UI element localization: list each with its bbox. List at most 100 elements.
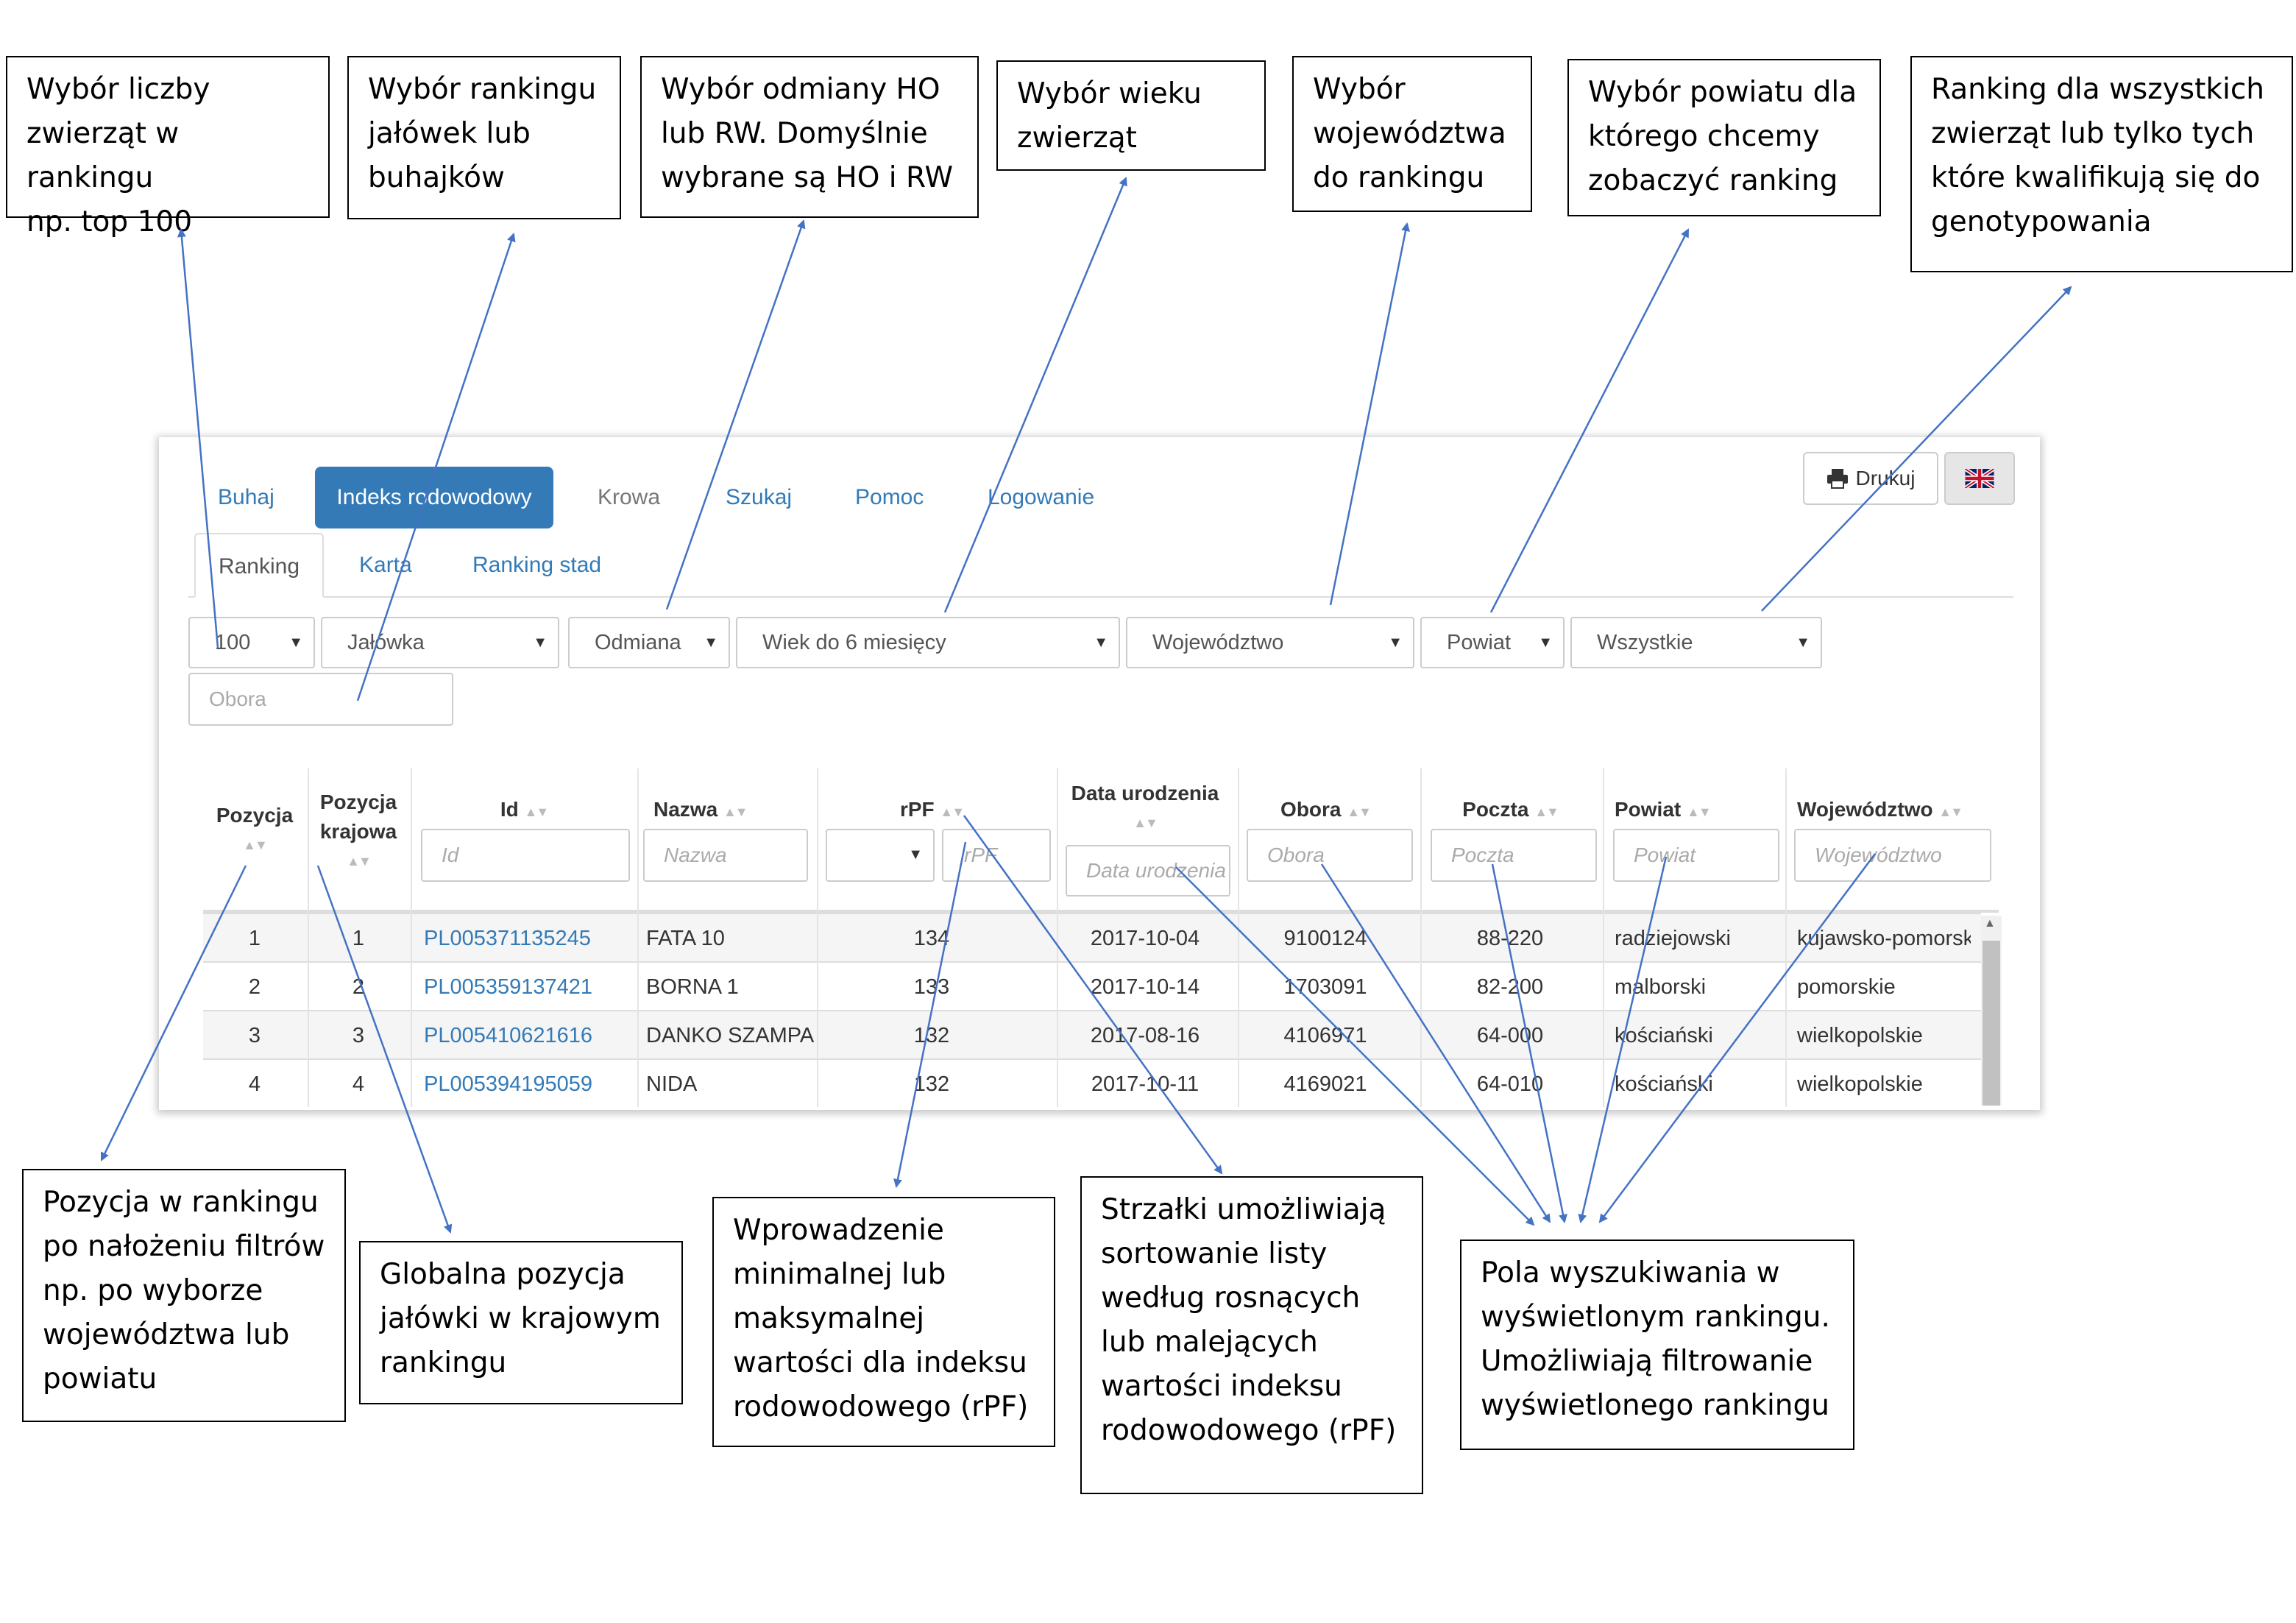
count-value: 100 [215, 631, 251, 654]
breed-select[interactable]: Odmiana▼ [568, 617, 730, 668]
chevron-down-icon: ▼ [1796, 634, 1810, 651]
cell-powiat: kościański [1615, 1024, 1713, 1047]
cell-pozycja: 1 [248, 927, 261, 950]
age-select[interactable]: Wiek do 6 miesięcy ▼ [736, 617, 1120, 668]
id-filter-input[interactable]: Id [421, 829, 630, 882]
county-filter-placeholder: Powiat [1634, 844, 1696, 866]
header-id[interactable]: Id ▲▼ [414, 795, 634, 827]
column-separator [1603, 768, 1604, 1107]
scope-select[interactable]: Wszystkie▼ [1570, 617, 1822, 668]
table-row[interactable]: 4 4 PL005394195059 NIDA 132 2017-10-11 4… [203, 1058, 1981, 1107]
cell-id-link[interactable]: PL005359137421 [424, 975, 593, 999]
sort-arrows-icon[interactable]: ▲▼ [347, 854, 372, 869]
chevron-down-icon: ▼ [1094, 634, 1108, 651]
table-row[interactable]: 1 1 PL005371135245 FATA 10 134 2017-10-0… [203, 913, 1981, 961]
chevron-down-icon: ▼ [908, 846, 923, 863]
tab-ranking[interactable]: Ranking [194, 533, 324, 598]
cell-rpf: 133 [913, 975, 950, 999]
language-button[interactable] [1944, 452, 2015, 505]
cell-pozycja-krajowa: 3 [352, 1024, 365, 1047]
sort-arrows-icon[interactable]: ▲▼ [940, 805, 965, 819]
date-filter-input[interactable]: Data urodzenia [1066, 845, 1230, 897]
print-button[interactable]: Drukuj [1803, 452, 1938, 505]
nav-logowanie[interactable]: Logowanie [988, 485, 1095, 509]
tab-karta[interactable]: Karta [359, 553, 412, 577]
nav-buhaj[interactable]: Buhaj [218, 485, 274, 509]
type-select[interactable]: Jałówka▼ [321, 617, 559, 668]
cell-data-urodzenia: 2017-08-16 [1090, 1024, 1200, 1047]
table-scrollbar-thumb[interactable] [1983, 941, 2000, 1106]
voivodeship-value: Województwo [1152, 631, 1284, 654]
header-pozycja-label: Pozycja [216, 804, 294, 827]
voivodeship-filter-input[interactable]: Województwo [1794, 829, 1991, 882]
name-filter-placeholder: Nazwa [664, 844, 727, 866]
sort-arrows-icon[interactable]: ▲▼ [1687, 805, 1712, 819]
nav-pomoc[interactable]: Pomoc [855, 485, 924, 509]
age-value: Wiek do 6 miesięcy [762, 631, 946, 654]
cell-pozycja-krajowa: 4 [352, 1072, 365, 1096]
cell-pozycja: 2 [248, 975, 261, 999]
rpf-filter-input[interactable]: rPF [942, 829, 1051, 882]
cell-pozycja: 3 [248, 1024, 261, 1047]
header-powiat[interactable]: Powiat ▲▼ [1606, 795, 1791, 827]
cell-powiat: malborski [1615, 975, 1707, 999]
herd-column-filter-input[interactable]: Obora [1247, 829, 1413, 882]
cell-id-link[interactable]: PL005371135245 [424, 927, 591, 950]
cell-poczta: 64-010 [1476, 1072, 1544, 1096]
callout-pola: Pola wyszukiwania w wyświetlonym ranking… [1460, 1240, 1854, 1450]
subtabs-divider [188, 596, 2013, 598]
cell-data-urodzenia: 2017-10-14 [1090, 975, 1200, 999]
county-select[interactable]: Powiat▼ [1420, 617, 1565, 668]
breed-value: Odmiana [595, 631, 681, 654]
column-separator [1057, 768, 1058, 1107]
header-wojewodztwo[interactable]: Województwo ▲▼ [1788, 795, 1988, 827]
sort-arrows-icon[interactable]: ▲▼ [1133, 816, 1158, 830]
header-pozycja-krajowa[interactable]: Pozycja krajowa ▲▼ [311, 788, 406, 876]
callout-wszystkie: Ranking dla wszystkich zwierząt lub tylk… [1910, 56, 2293, 272]
date-filter-placeholder: Data urodzenia [1086, 859, 1226, 882]
nav-szukaj[interactable]: Szukaj [726, 485, 793, 509]
header-pozycja[interactable]: Pozycja ▲▼ [203, 801, 306, 860]
column-separator [411, 768, 412, 1107]
header-nazwa[interactable]: Nazwa ▲▼ [645, 795, 830, 827]
cell-powiat: kościański [1615, 1072, 1713, 1096]
callout-pozycja: Pozycja w rankingu po nałożeniu filtrów … [22, 1169, 346, 1422]
header-data-urodzenia[interactable]: Data urodzenia▲▼ [1057, 779, 1233, 838]
header-obora[interactable]: Obora ▲▼ [1241, 795, 1410, 827]
table-row[interactable]: 2 2 PL005359137421 BORNA 1 133 2017-10-1… [203, 961, 1981, 1010]
header-obora-label: Obora [1280, 798, 1342, 821]
nav-krowa[interactable]: Krowa [598, 485, 661, 509]
voivodeship-select[interactable]: Województwo ▼ [1126, 617, 1414, 668]
sort-arrows-icon[interactable]: ▲▼ [723, 805, 748, 819]
chevron-down-icon: ▼ [1388, 634, 1403, 651]
rpf-operator-select[interactable]: ▼ [826, 829, 935, 882]
header-poczta[interactable]: Poczta ▲▼ [1422, 795, 1598, 827]
cell-nazwa: BORNA 1 [646, 975, 739, 999]
cell-poczta: 82-200 [1476, 975, 1544, 999]
name-filter-input[interactable]: Nazwa [643, 829, 808, 882]
county-filter-input[interactable]: Powiat [1613, 829, 1779, 882]
voivodeship-filter-placeholder: Województwo [1815, 844, 1942, 866]
cell-wojewodztwo: wielkopolskie [1797, 1072, 1923, 1096]
tab-ranking-stad[interactable]: Ranking stad [472, 553, 602, 577]
nav-indeks-rodowodowy[interactable]: Indeks rodowodowy [315, 467, 553, 528]
cell-id-link[interactable]: PL005410621616 [424, 1024, 593, 1047]
sort-arrows-icon[interactable]: ▲▼ [524, 805, 550, 819]
sort-arrows-icon[interactable]: ▲▼ [243, 838, 268, 852]
column-separator [1238, 768, 1239, 1107]
scroll-up-arrow-icon[interactable]: ▲ [1984, 917, 1996, 930]
cell-pozycja-krajowa: 2 [352, 975, 365, 999]
cell-data-urodzenia: 2017-10-04 [1090, 927, 1200, 950]
post-filter-input[interactable]: Poczta [1431, 829, 1597, 882]
sort-arrows-icon[interactable]: ▲▼ [1938, 805, 1963, 819]
herd-column-filter-placeholder: Obora [1267, 844, 1325, 866]
sort-arrows-icon[interactable]: ▲▼ [1534, 805, 1559, 819]
header-rpf[interactable]: rPF ▲▼ [821, 795, 1042, 827]
count-select[interactable]: 100▼ [188, 617, 315, 668]
table-row[interactable]: 3 3 PL005410621616 DANKO SZAMPA 132 2017… [203, 1010, 1981, 1058]
cell-id-link[interactable]: PL005394195059 [424, 1072, 593, 1096]
header-pozycja-krajowa-label: Pozycja krajowa [319, 791, 397, 843]
cell-rpf: 132 [913, 1072, 950, 1096]
herd-filter-input[interactable]: Obora [188, 673, 453, 726]
sort-arrows-icon[interactable]: ▲▼ [1347, 805, 1372, 819]
